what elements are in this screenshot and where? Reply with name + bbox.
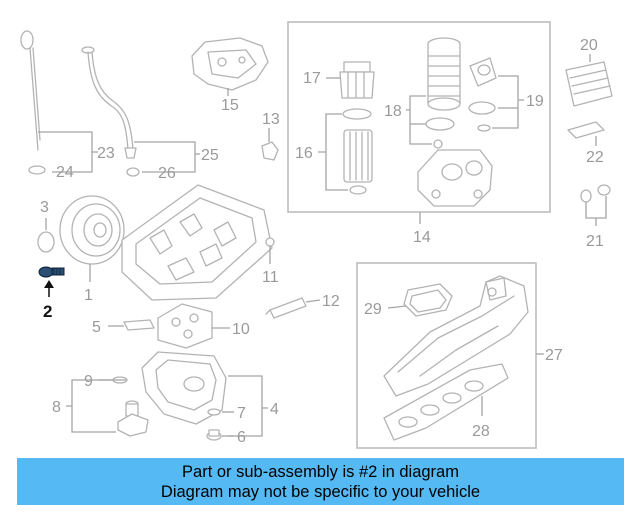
callout-21: 21: [586, 233, 604, 250]
callout-1: 1: [84, 287, 93, 304]
callout-26: 26: [158, 165, 176, 182]
callout-16: 16: [295, 145, 313, 162]
thermostat-part: [469, 57, 497, 87]
dipstick-tube-part: [81, 46, 140, 177]
crank-bolt-part: [38, 266, 65, 278]
callout-19: 19: [526, 93, 544, 110]
oil-filter-element-part: [343, 129, 373, 183]
callout-23: 23: [97, 145, 115, 162]
intake-manifold-part: [383, 275, 529, 397]
callout-24: 24: [56, 164, 74, 181]
engine-cover-part: [191, 37, 269, 91]
oil-pump-part: [157, 303, 213, 349]
cooler-gasket-part: [567, 121, 605, 139]
callout-6: 6: [237, 429, 246, 446]
intake-gasket-group-box: [356, 262, 537, 449]
callout-28: 28: [472, 423, 490, 440]
banner-line-1: Part or sub-assembly is #2 in diagram: [182, 462, 459, 481]
thermostat-ring-part: [477, 124, 491, 132]
callout-3: 3: [40, 199, 49, 216]
filter-o-ring-bottom-part: [349, 185, 367, 195]
callout-7: 7: [237, 405, 246, 422]
oil-filter-group-box: [287, 21, 551, 213]
callout-27: 27: [545, 347, 563, 364]
cooler-seal-left-part: [580, 189, 592, 203]
sensor-part: [265, 297, 307, 319]
filter-cap-part: [339, 61, 375, 99]
intake-gasket-part: [403, 283, 453, 317]
info-banner: Part or sub-assembly is #2 in diagram Di…: [17, 458, 624, 505]
cooler-seal-right-part: [597, 184, 611, 196]
callout-12: 12: [322, 293, 340, 310]
callout-2: 2: [43, 302, 52, 321]
oil-cooler-part: [565, 61, 613, 107]
callout-22: 22: [586, 149, 604, 166]
filter-housing-part: [417, 149, 493, 207]
callout-2-arrowhead: [44, 280, 54, 288]
callout-13: 13: [262, 111, 280, 128]
bracket-part: [261, 141, 279, 161]
oil-cooler-stack-part: [427, 37, 461, 111]
oil-pan-part: [141, 351, 227, 425]
oil-level-sensor-part: [117, 400, 149, 437]
dipstick-part: [20, 30, 46, 175]
callout-25: 25: [201, 147, 219, 164]
washer-part: [37, 231, 55, 253]
drain-washer-part: [207, 408, 221, 416]
filter-o-ring-top-part: [342, 108, 372, 120]
callout-14: 14: [413, 229, 431, 246]
plug-part: [265, 237, 275, 247]
callout-11: 11: [262, 269, 279, 286]
callout-18: 18: [384, 103, 402, 120]
banner-line-2: Diagram may not be specific to your vehi…: [160, 482, 481, 501]
housing-seal-part: [425, 117, 455, 131]
parts-diagram: 24 23 26 25 15 13 1 3 2: [20, 21, 613, 449]
callout-4: 4: [270, 401, 279, 418]
housing-plug-part: [433, 139, 443, 149]
crankcase-part: [121, 184, 273, 301]
callout-9: 9: [84, 373, 93, 390]
callout-8: 8: [52, 399, 61, 416]
gasket-strip-part: [123, 319, 155, 331]
thermostat-seal-part: [468, 101, 496, 115]
callout-17: 17: [303, 70, 321, 87]
callout-5: 5: [92, 319, 101, 336]
callout-15: 15: [221, 97, 239, 114]
drain-plug-part: [206, 429, 222, 441]
manifold-gasket-set-part: [383, 363, 509, 441]
crank-pulley-part: [59, 195, 125, 265]
callout-20: 20: [580, 37, 598, 54]
callout-29: 29: [364, 301, 382, 318]
callout-10: 10: [232, 321, 250, 338]
